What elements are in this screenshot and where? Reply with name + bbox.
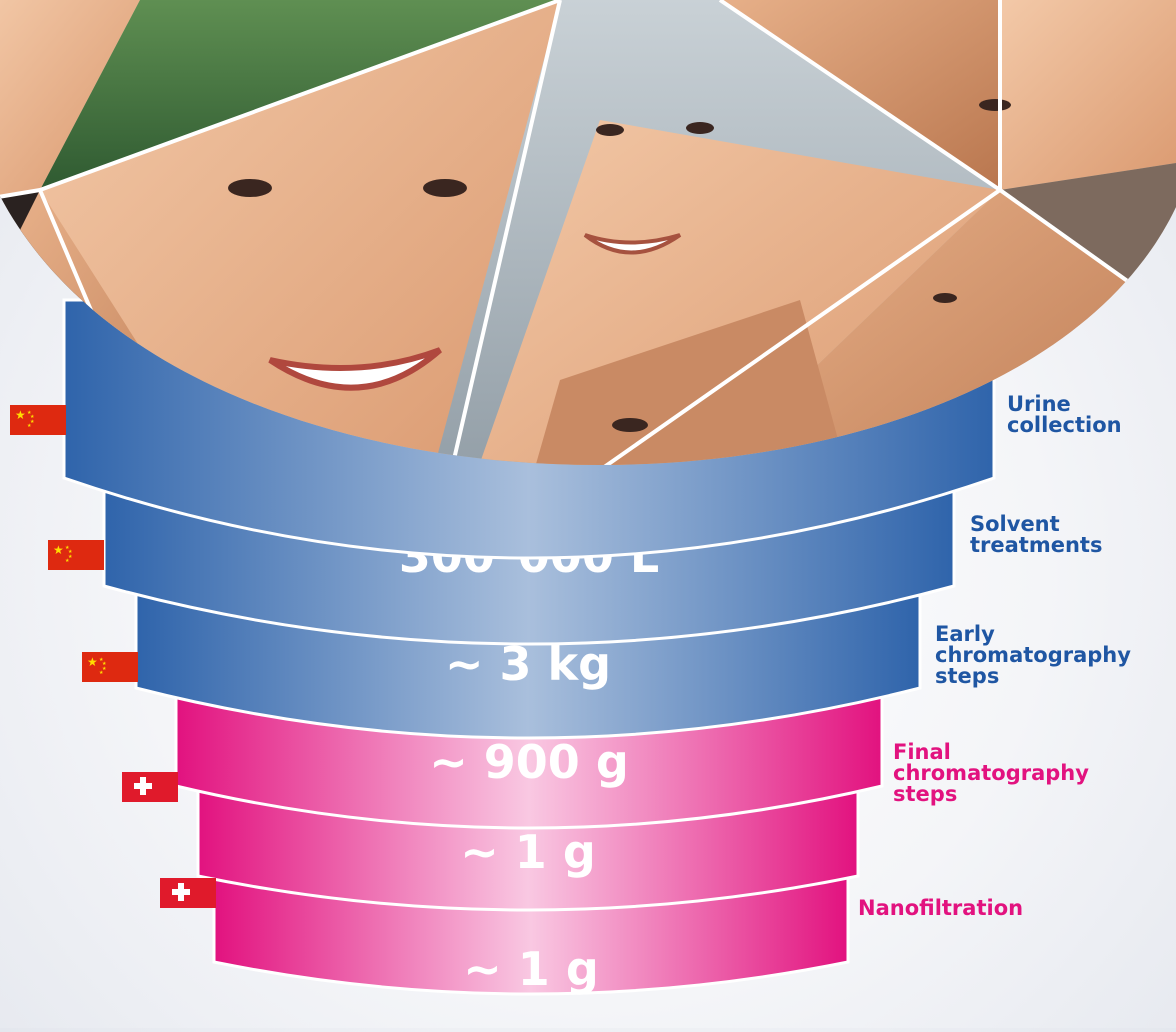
svg-text:★: ★ [99,670,104,676]
svg-text:★: ★ [65,558,70,564]
face-eye [228,179,272,197]
stage-label-line: Nanofiltration [858,898,1023,919]
stage-label-line: Final [893,742,1089,763]
svg-text:★: ★ [15,408,26,422]
stage-label-urine-collection: Urine collection [1007,394,1122,436]
stage-quantity-4: ~ 1 g [460,825,596,879]
stage-label-line: chromatography [935,645,1131,666]
stage-label-early-chromatography: Early chromatography steps [935,624,1131,687]
face-eye [933,293,957,303]
stage-label-line: Solvent [970,514,1102,535]
face-eye [423,179,467,197]
face-eye [612,418,648,432]
stage-label-line: Urine [1007,394,1122,415]
face-eye [686,122,714,134]
china-flag-icon: ★★★★★ [48,540,104,570]
stage-label-solvent-treatments: Solvent treatments [970,514,1102,556]
swiss-flag-icon [160,878,216,908]
face-eye [979,99,1011,111]
svg-text:★: ★ [27,423,32,429]
svg-text:★: ★ [53,543,64,557]
china-flag-icon: ★★★★★ [10,405,66,435]
stage-label-line: steps [893,784,1089,805]
portrait-tile [1000,0,1176,190]
face-eye [596,124,624,136]
china-flag-icon: ★★★★★ [82,652,138,682]
stage-label-line: chromatography [893,763,1089,784]
swiss-flag-icon [122,772,178,802]
stage-label-line: steps [935,666,1131,687]
stage-quantity-3: ~ 900 g [429,735,629,789]
stage-label-line: collection [1007,415,1122,436]
stage-label-nanofiltration: Nanofiltration [858,898,1023,919]
stage-quantity-5: ~ 1 g [463,942,599,996]
stage-label-line: Early [935,624,1131,645]
stage-label-line: treatments [970,535,1102,556]
stage-label-final-chromatography: Final chromatography steps [893,742,1089,805]
svg-text:★: ★ [87,655,98,669]
